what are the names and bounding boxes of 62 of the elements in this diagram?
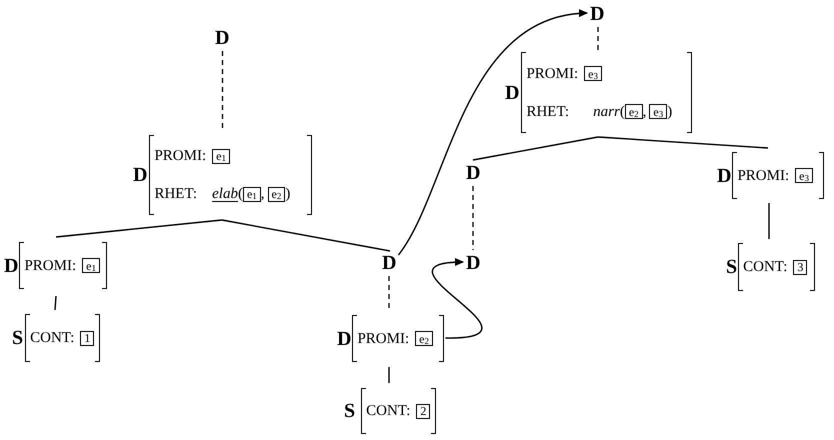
feature-matrix [12, 314, 100, 362]
tree-line [222, 219, 390, 252]
boxed-tag: e$_{2}$ [624, 104, 643, 119]
feature-matrix [344, 388, 436, 434]
category-label: D [717, 166, 732, 186]
curved-arrow [398, 10, 588, 256]
feature-name: PROMI: [357, 330, 410, 348]
relation-name: narr [593, 102, 620, 122]
category-label: S [344, 401, 356, 421]
category-label: D [505, 82, 520, 102]
punctuation: ( [238, 185, 243, 204]
feature-matrix [4, 242, 108, 289]
punctuation: , [260, 185, 265, 204]
boxed-tag: 2 [416, 404, 430, 418]
category-label: D [590, 4, 604, 24]
feature-matrix [133, 135, 312, 215]
feature-matrix [505, 52, 692, 133]
category-label: S [726, 257, 738, 277]
punctuation: , [642, 102, 646, 122]
feature-name: RHET: [526, 102, 570, 122]
boxed-tag: e$_{3}$ [795, 168, 813, 183]
dashed-line [472, 186, 474, 250]
category-label: D [466, 253, 480, 273]
dashed-line [597, 27, 599, 50]
boxed-tag: e$_{3}$ [584, 66, 602, 81]
relation-name: elab [212, 185, 238, 204]
category-label: S [12, 328, 24, 348]
feature-matrix [717, 152, 824, 199]
feature-name: PROMI: [24, 256, 76, 276]
tree-line [598, 136, 768, 149]
boxed-tag: e$_{2}$ [268, 186, 286, 202]
feature-name: PROMI: [154, 147, 206, 166]
category-label: D [382, 253, 396, 273]
tree-line [768, 203, 770, 239]
category-label: D [4, 256, 18, 276]
feature-name: CONT: [30, 329, 74, 348]
boxed-tag: 3 [793, 260, 808, 274]
boxed-tag: e$_{1}$ [212, 148, 230, 164]
category-label: D [466, 163, 480, 183]
tree-line [56, 219, 222, 238]
feature-name: CONT: [743, 258, 788, 277]
tree-line [472, 136, 598, 161]
category-label: D [337, 328, 352, 348]
boxed-tag: 1 [80, 330, 94, 346]
boxed-tag: e$_{3}$ [649, 104, 668, 119]
punctuation: ( [620, 102, 625, 122]
tree-line [388, 367, 390, 383]
feature-matrix [726, 243, 816, 291]
feature-name: PROMI: [737, 166, 790, 186]
boxed-tag: e$_{1}$ [82, 258, 100, 273]
curved-arrow [432, 258, 482, 339]
feature-name: PROMI: [526, 64, 578, 84]
category-label: D [215, 28, 230, 48]
boxed-tag: e$_{1}$ [242, 186, 261, 202]
feature-name: RHET: [154, 185, 198, 204]
punctuation: ) [285, 185, 290, 204]
punctuation: ) [667, 102, 672, 122]
boxed-tag: e$_{2}$ [415, 331, 433, 346]
category-label: D [133, 165, 148, 185]
feature-matrix [337, 315, 444, 362]
feature-name: CONT: [366, 402, 410, 421]
tree-line [54, 296, 57, 310]
